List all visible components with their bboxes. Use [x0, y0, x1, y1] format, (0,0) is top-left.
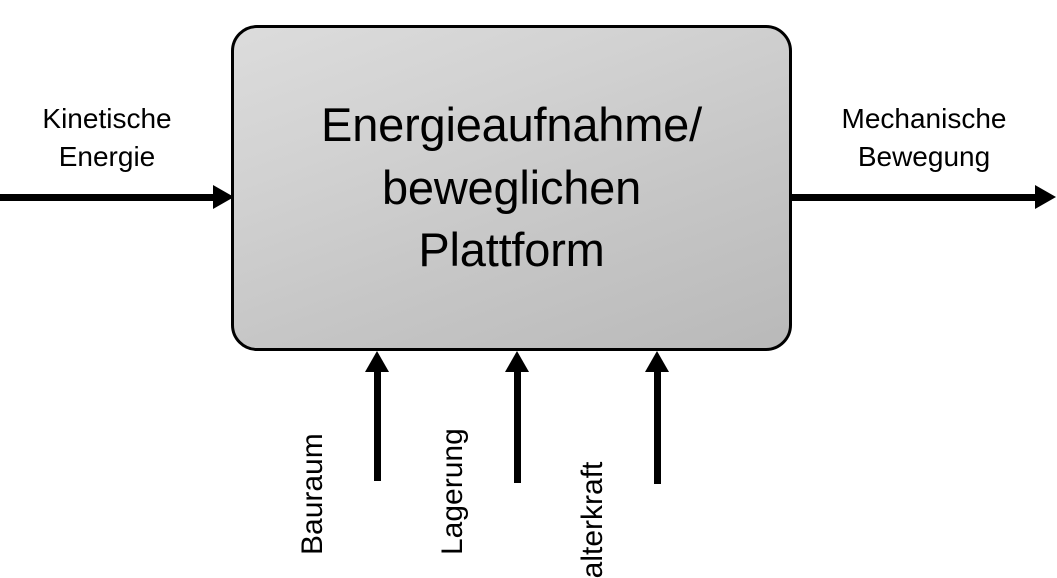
arrow-shaft: [374, 370, 381, 481]
arrow-up-icon-constraint-1: [365, 351, 389, 481]
arrow-head: [505, 351, 529, 372]
arrow-shaft: [654, 370, 661, 484]
arrow-up-icon-constraint-3: [645, 351, 669, 484]
arrow-up-icon-constraint-2: [505, 351, 529, 483]
arrow-head: [1035, 185, 1056, 209]
arrow-right-icon-output: [789, 185, 1057, 209]
arrow-shaft: [514, 370, 521, 483]
arrow-head: [645, 351, 669, 372]
constraint-label-bauraum: Bauraum: [296, 433, 329, 555]
constraint-label-halterkraft: Halterkraft: [576, 461, 609, 578]
input-flow-label: Kinetische Energie: [42, 103, 172, 173]
arrow-shaft: [789, 194, 1037, 201]
constraint-label-lagerung: Lagerung: [436, 428, 469, 555]
arrow-right-icon-input: [0, 185, 234, 209]
output-flow-label: Mechanische Bewegung: [841, 103, 1007, 173]
arrow-head: [213, 185, 234, 209]
arrow-head: [365, 351, 389, 372]
process-block[interactable]: Energieaufnahme/ beweglichen Plattform: [231, 25, 792, 351]
process-block-label: Energieaufnahme/ beweglichen Plattform: [321, 98, 702, 277]
arrow-shaft: [0, 194, 215, 201]
